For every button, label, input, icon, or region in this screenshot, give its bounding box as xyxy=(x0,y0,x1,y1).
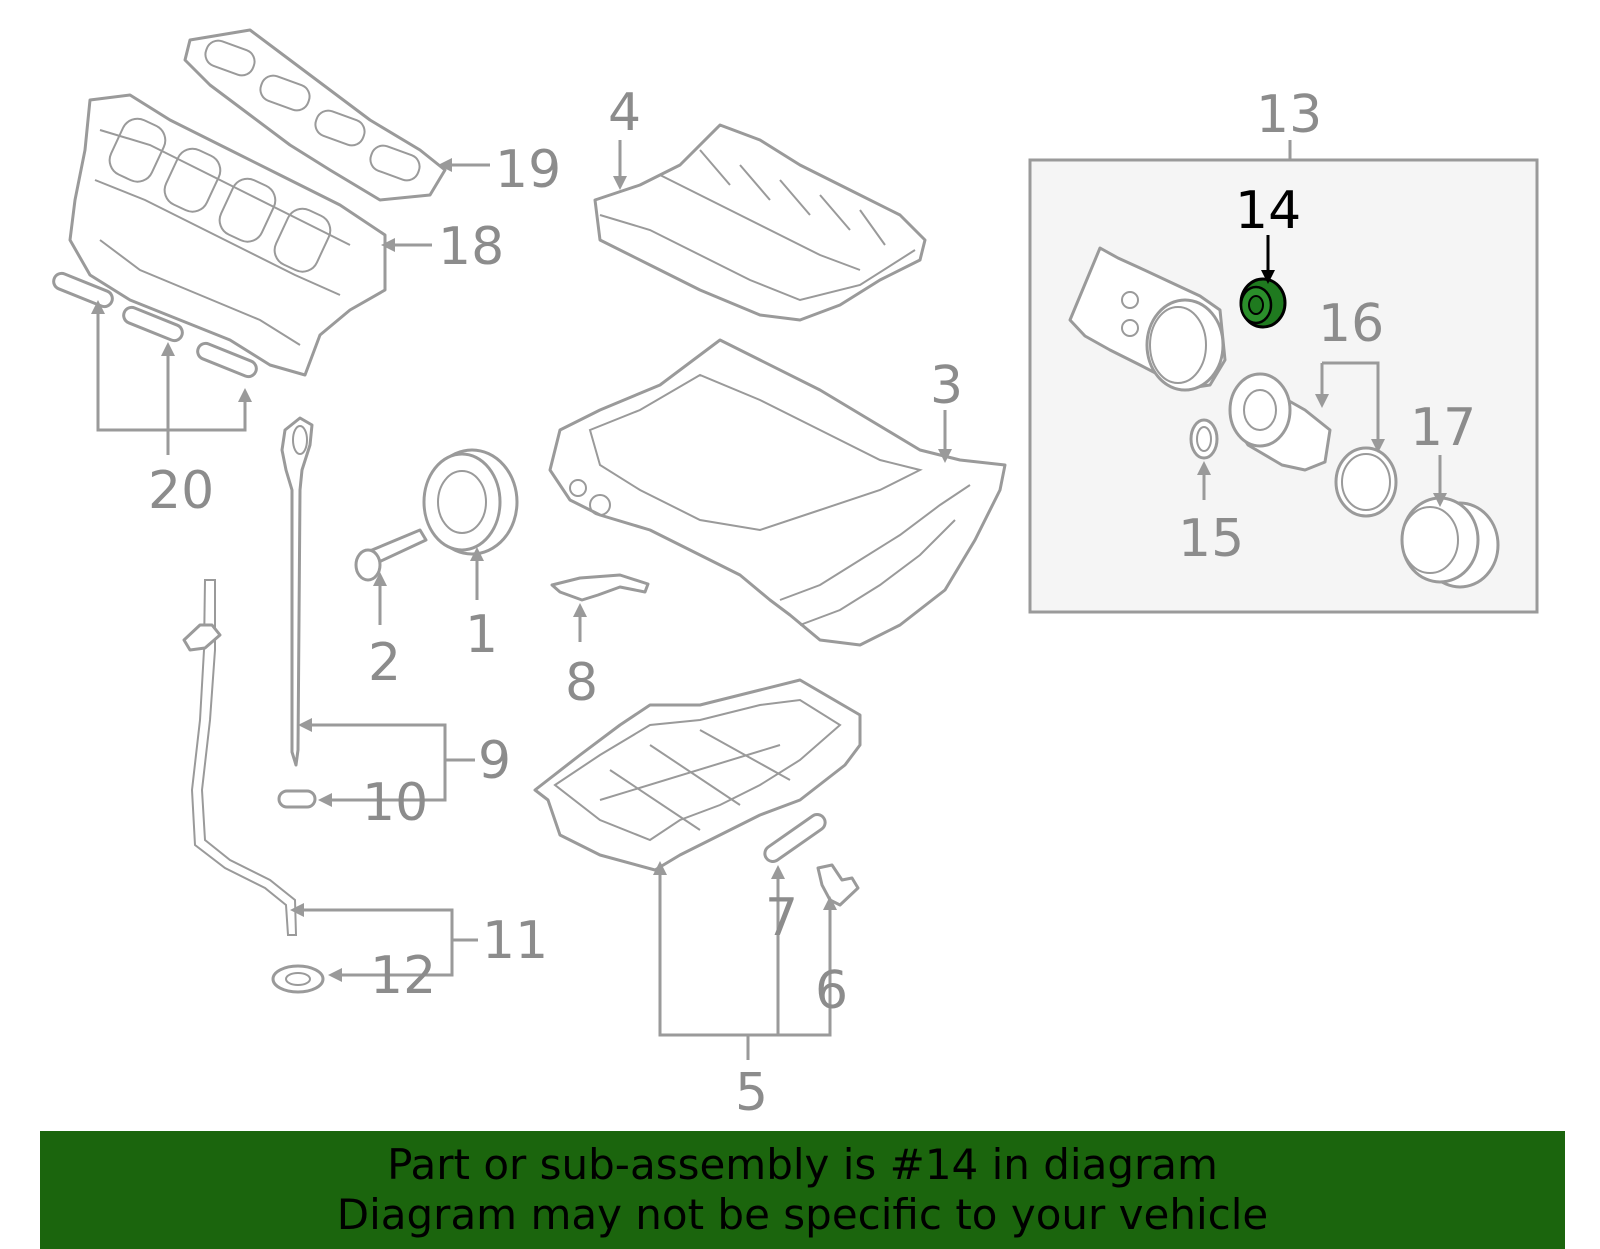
callout-7: 7 xyxy=(765,888,798,948)
callout-9: 9 xyxy=(478,731,511,791)
callout-2: 2 xyxy=(368,633,401,693)
banner-line-2: Diagram may not be specific to your vehi… xyxy=(336,1190,1269,1239)
callout-5: 5 xyxy=(735,1063,768,1123)
callout-19: 19 xyxy=(495,140,561,200)
part-10-o-ring[interactable] xyxy=(277,789,317,809)
part-15-o-ring[interactable] xyxy=(1189,418,1219,460)
part-6-bracket[interactable] xyxy=(816,863,860,907)
part-13-oil-filter-housing[interactable] xyxy=(1068,246,1227,392)
leader-lines xyxy=(96,140,1442,1060)
callout-13: 13 xyxy=(1256,85,1322,145)
banner-line-1: Part or sub-assembly is #14 in diagram xyxy=(387,1140,1218,1189)
callout-6: 6 xyxy=(815,961,848,1021)
part-19-intake-gasket[interactable] xyxy=(183,28,447,202)
callout-14: 14 xyxy=(1235,181,1301,241)
part-2-bolt[interactable] xyxy=(354,528,428,582)
part-5-oil-pan[interactable] xyxy=(533,678,862,872)
callout-17: 17 xyxy=(1410,398,1476,458)
part-7-drain-gasket[interactable] xyxy=(762,811,829,864)
part-12-washer[interactable] xyxy=(271,964,325,994)
part-16-filter-element[interactable] xyxy=(1228,372,1332,472)
callout-1: 1 xyxy=(465,605,498,665)
callout-10: 10 xyxy=(362,773,428,833)
part-9-dipstick[interactable] xyxy=(280,416,314,767)
part-11-dipstick-tube[interactable] xyxy=(182,579,298,936)
part-17-filter-cap[interactable] xyxy=(1400,496,1500,589)
callout-16: 16 xyxy=(1318,294,1384,354)
part-20-port-gaskets[interactable] xyxy=(51,271,258,379)
part-16-o-ring[interactable] xyxy=(1334,446,1398,518)
diagram-canvas: 1 2 3 4 5 6 7 8 9 10 11 12 13 14 15 16 1… xyxy=(51,28,1539,1123)
part-14-seal-highlighted[interactable] xyxy=(1239,277,1287,329)
callout-3: 3 xyxy=(930,356,963,416)
part-4-ladder-frame[interactable] xyxy=(593,123,927,322)
part-18-intake-manifold[interactable] xyxy=(68,93,387,377)
arrowheads xyxy=(91,158,1447,982)
part-3-oil-pan-upper[interactable] xyxy=(548,338,1007,647)
part-8-bracket[interactable] xyxy=(550,573,650,602)
part-1-seal[interactable] xyxy=(422,448,519,556)
callout-20: 20 xyxy=(148,461,214,521)
callout-11: 11 xyxy=(482,911,548,971)
callout-8: 8 xyxy=(565,653,598,713)
callout-12: 12 xyxy=(370,946,436,1006)
info-banner: Part or sub-assembly is #14 in diagram D… xyxy=(40,1131,1565,1249)
callout-4: 4 xyxy=(608,83,641,143)
callout-18: 18 xyxy=(438,217,504,277)
callout-15: 15 xyxy=(1178,509,1244,569)
